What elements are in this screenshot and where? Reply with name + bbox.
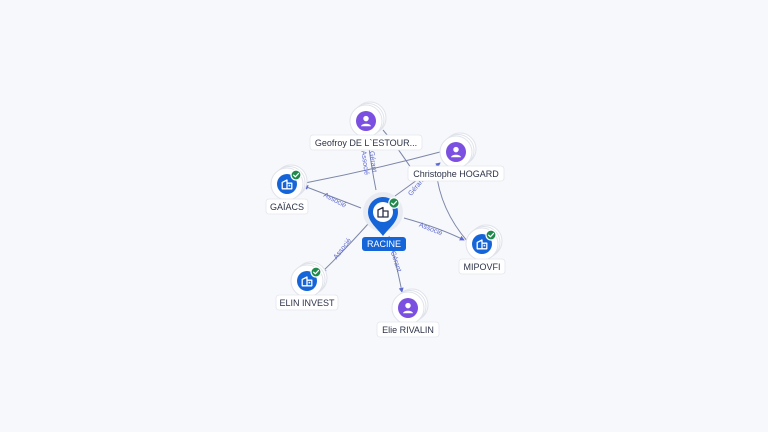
- root-building-icon: [377, 206, 389, 218]
- edge-label-geofroy: GérantAssocié: [359, 149, 377, 175]
- node-label-elin: ELIN INVEST: [279, 298, 335, 308]
- node-label-badge: [309, 134, 423, 151]
- node-label-badge: [407, 165, 505, 182]
- node-label-rivalin: Elie RIVALIN: [382, 325, 434, 335]
- node-rivalin[interactable]: Elie RIVALIN: [376, 288, 440, 338]
- node-gaiacs[interactable]: GAÏACS: [265, 164, 309, 215]
- edge-label-gaiacs: Associé: [322, 192, 347, 210]
- nodes-layer: Geofroy DE L`ESTOUR... Christophe HOGARD G…: [265, 101, 506, 338]
- edge-label-elin: Associé: [333, 237, 354, 261]
- node-label-mipovfi: MIPOVFI: [463, 262, 500, 272]
- root-verified-icon: [388, 197, 400, 209]
- node-label-badge: [458, 258, 506, 275]
- verified-check-icon: [310, 266, 322, 278]
- edge-elin: [321, 223, 369, 273]
- edge-gaiacs: [303, 185, 362, 209]
- node-mipovfi[interactable]: MIPOVFI: [458, 224, 506, 275]
- root-label: RACINE: [367, 239, 401, 249]
- node-label-badge: [376, 321, 440, 338]
- verified-check-icon: [485, 229, 497, 241]
- edge-label-rivalin: Gérant: [389, 250, 402, 273]
- verified-check-icon: [290, 169, 302, 181]
- node-geofroy[interactable]: Geofroy DE L`ESTOUR...: [309, 101, 423, 151]
- node-label-geofroy: Geofroy DE L`ESTOUR...: [315, 138, 417, 148]
- node-hogard[interactable]: Christophe HOGARD: [407, 132, 505, 182]
- node-elin[interactable]: ELIN INVEST: [275, 261, 339, 311]
- node-label-hogard: Christophe HOGARD: [413, 169, 499, 179]
- node-label-badge: [265, 198, 309, 215]
- node-label-badge: [275, 294, 339, 311]
- edge-label-mipovfi: Associé: [418, 222, 443, 238]
- edge-mipovfi: [403, 217, 465, 241]
- root-label-badge: [362, 237, 406, 251]
- node-label-gaiacs: GAÏACS: [270, 202, 304, 212]
- root-node[interactable]: RACINE: [362, 192, 406, 251]
